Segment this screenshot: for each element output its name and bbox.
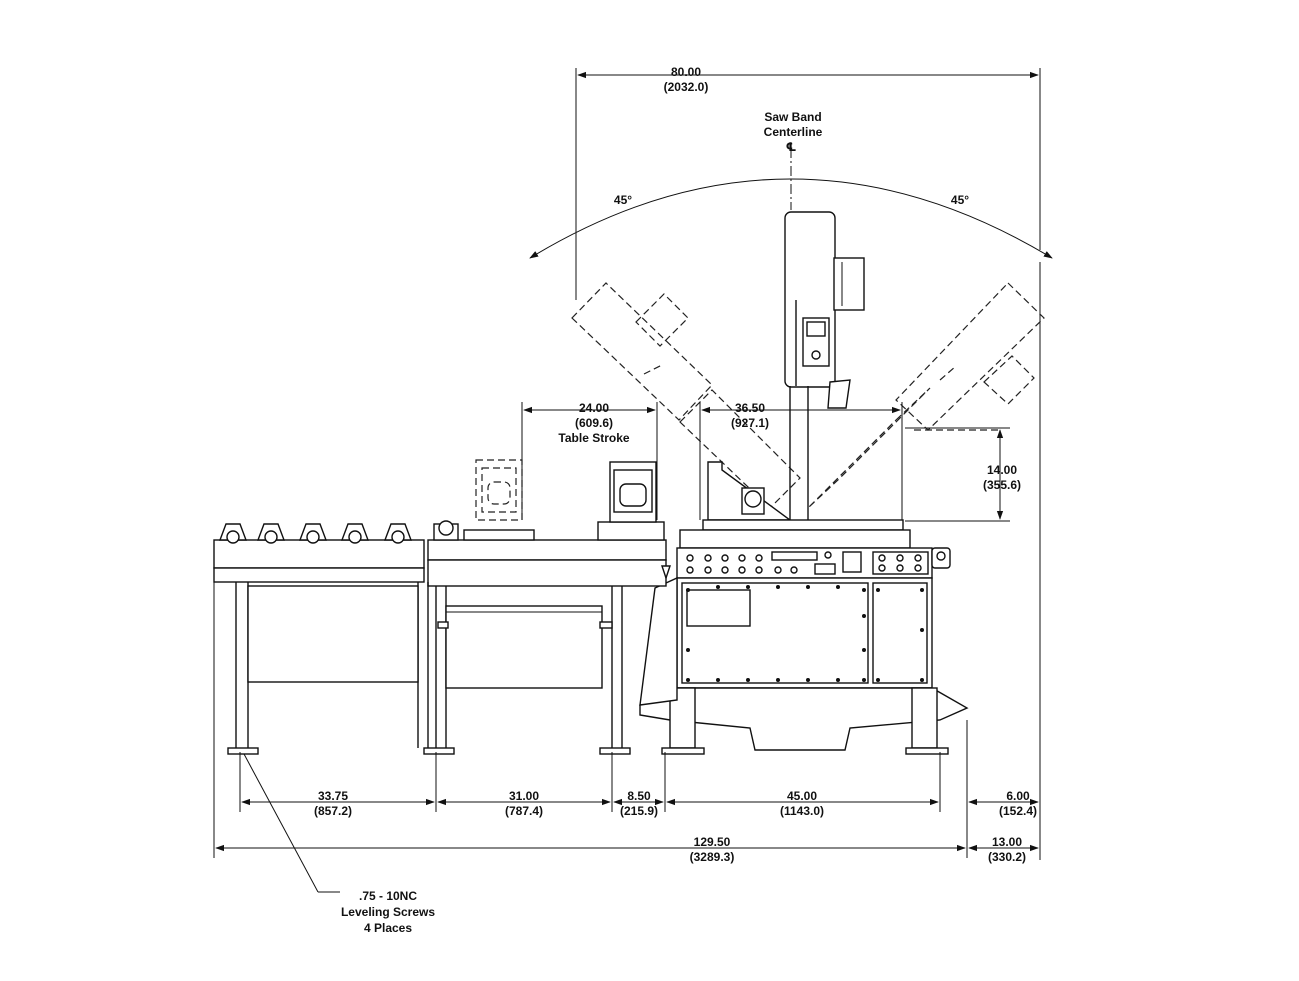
dim-36-50-value: 36.50: [735, 401, 765, 415]
roller-5: [383, 523, 413, 544]
dim-8-50-value: 8.50: [627, 789, 651, 803]
dim-129-50-metric: (3289.3): [690, 850, 735, 864]
roller-4: [340, 523, 370, 544]
roller-1: [218, 523, 248, 544]
centerline-label-2: Centerline: [764, 125, 823, 139]
vise-area: [707, 461, 793, 521]
dim-80-group: [575, 68, 1041, 300]
dim-13-metric: (330.2): [988, 850, 1026, 864]
swing-arc: [529, 178, 1053, 259]
dim-6-value: 6.00: [1006, 789, 1030, 803]
dim-45-metric: (1143.0): [780, 804, 824, 818]
main-cabinet: [639, 519, 969, 755]
roller-conveyor: [213, 523, 429, 755]
dim-80-metric: (2032.0): [664, 80, 709, 94]
leveling-label-3: 4 Places: [364, 921, 412, 935]
dim-33-75-metric: (857.2): [314, 804, 352, 818]
angle-right-label: 45°: [951, 193, 969, 207]
roller-2: [256, 523, 286, 544]
leveling-label-1: .75 - 10NC: [359, 889, 417, 903]
dim-8-50-metric: (215.9): [620, 804, 658, 818]
dim-31-metric: (787.4): [505, 804, 543, 818]
labels: 80.00 (2032.0) Saw Band Centerline ℄ 45°…: [314, 65, 1037, 935]
dim-36-50-group: [699, 402, 903, 520]
dim-80-value: 80.00: [671, 65, 701, 79]
dim-24-metric: (609.6): [575, 416, 613, 430]
bottom-dimensions: [213, 580, 1039, 858]
tilted-head-left: [571, 282, 801, 509]
centerline-label-1: Saw Band: [764, 110, 821, 124]
dim-14-value: 14.00: [987, 463, 1017, 477]
saw-head: [784, 211, 865, 520]
dim-24-value: 24.00: [579, 401, 609, 415]
dim-31-value: 31.00: [509, 789, 539, 803]
tilted-head-right: [807, 282, 1045, 509]
dim-6-metric: (152.4): [999, 804, 1037, 818]
dim-129-50-value: 129.50: [694, 835, 731, 849]
dim-14-group: [905, 427, 1010, 522]
cabinet-bolts: [686, 585, 924, 682]
shuttle-table: [423, 459, 671, 755]
centerline-symbol: ℄: [786, 140, 797, 154]
dim-table-stroke-group: [521, 402, 658, 520]
control-panel: [686, 547, 951, 575]
leveling-leader: [243, 753, 319, 893]
dim-45-value: 45.00: [787, 789, 817, 803]
dim-33-75-value: 33.75: [318, 789, 348, 803]
leveling-label-2: Leveling Screws: [341, 905, 435, 919]
roller-3: [298, 523, 328, 544]
dim-13-value: 13.00: [992, 835, 1022, 849]
dim-14-metric: (355.6): [983, 478, 1021, 492]
dim-36-50-metric: (927.1): [731, 416, 769, 430]
table-stroke-caption: Table Stroke: [558, 431, 629, 445]
angle-left-label: 45°: [614, 193, 632, 207]
centerline-group: [529, 148, 1053, 259]
